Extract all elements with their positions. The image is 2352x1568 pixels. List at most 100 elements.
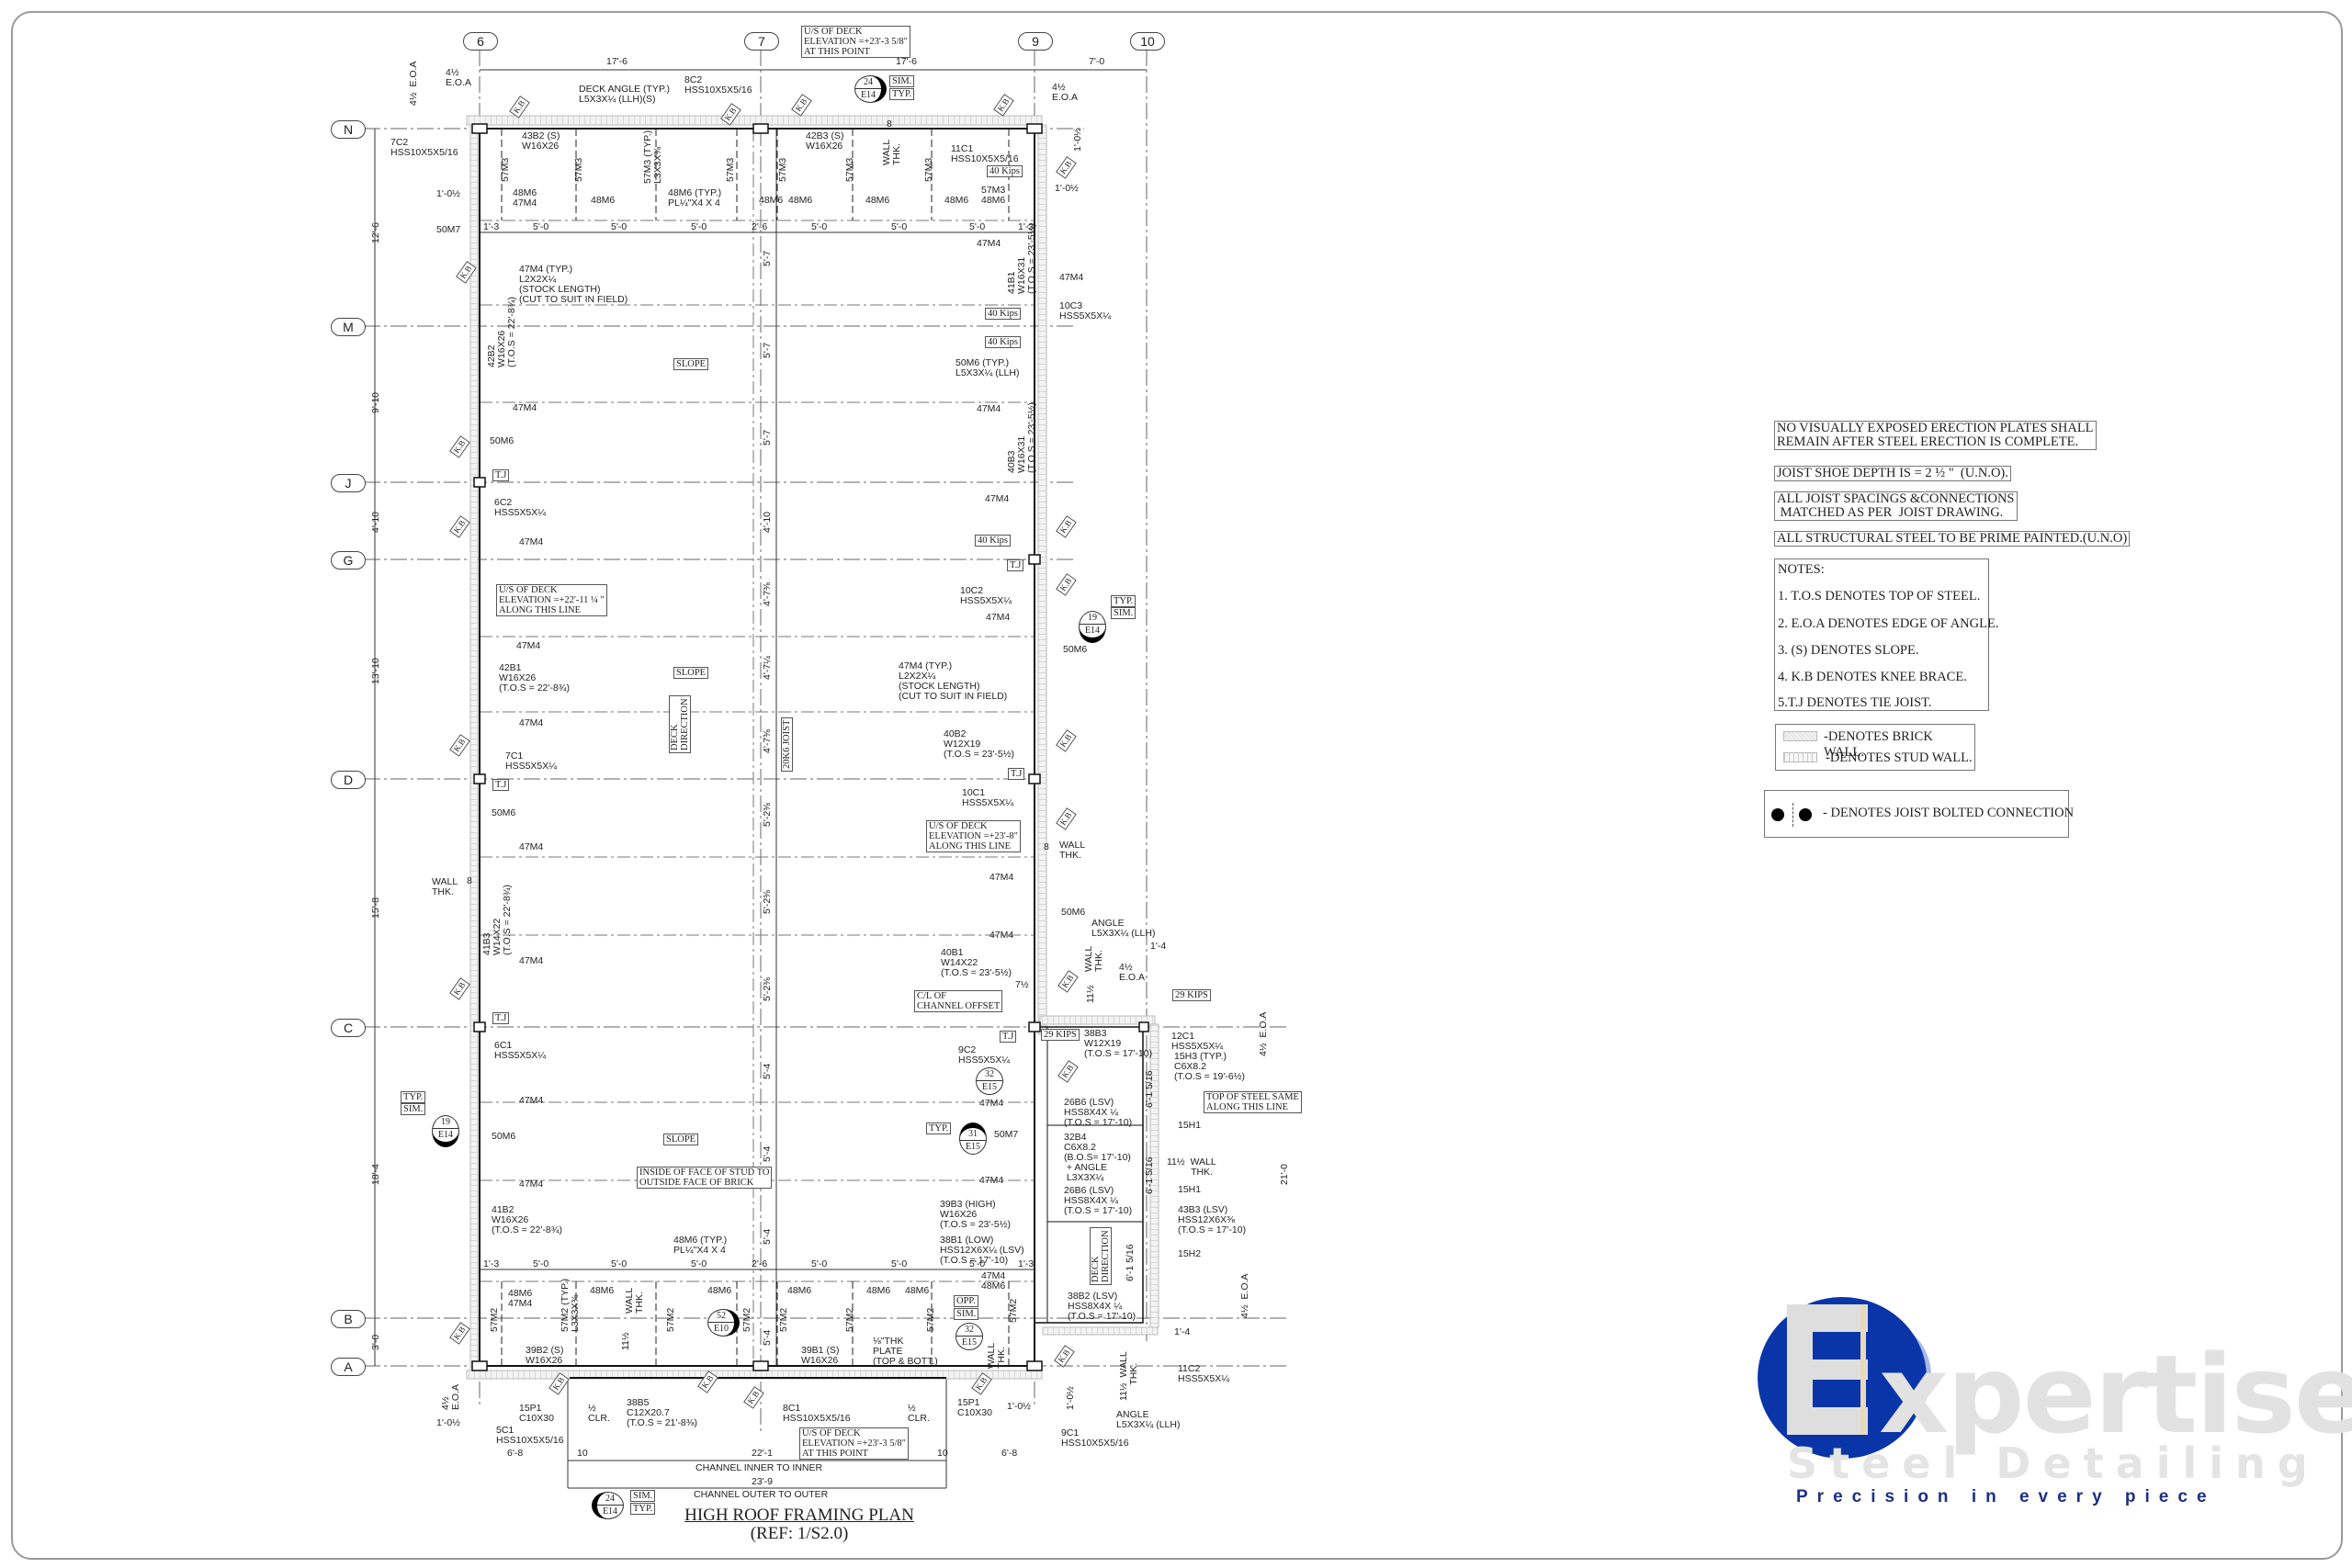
- label-bd2: 10: [577, 1448, 588, 1459]
- label-d1012-br: 1'-0½: [1007, 1401, 1031, 1412]
- label-eight-top: 8: [887, 118, 892, 130]
- drawing-title: HIGH ROOF FRAMING PLAN (REF: 1/S2.0): [643, 1506, 956, 1543]
- label-c5: 4'-7⅜: [762, 582, 773, 606]
- section-sheet: E14: [602, 1506, 618, 1517]
- label-b41b3: 41B3 W14X22 (T.O.S = 22'-8¾): [481, 885, 513, 955]
- label-v2: 9'-10: [370, 391, 381, 413]
- label-tj3: T.J: [492, 1012, 510, 1024]
- label-t48c: 48M6 (TYP.) PL¼"X4 X 4: [668, 187, 722, 209]
- grid-row-marker: J: [331, 474, 366, 492]
- grid-column-marker: 9: [1018, 32, 1053, 51]
- label-bb48h: 47M4 48M6: [981, 1270, 1006, 1292]
- section-sheet: E15: [965, 1142, 981, 1152]
- label-bb48e: 48M6: [787, 1285, 812, 1296]
- label-kips29b: 29 KIPS: [1041, 1029, 1080, 1041]
- grid-column-marker: 6: [463, 32, 498, 51]
- label-l47e: 47M4: [519, 841, 544, 852]
- stud-wall-label: -DENOTES STUD WALL.: [1826, 750, 1973, 765]
- label-b40b2: 40B2 W12X19 (T.O.S = 23'-5½): [944, 728, 1014, 760]
- label-bb48a: 48M6 47M4: [508, 1288, 533, 1309]
- section-sheet: E14: [437, 1130, 454, 1140]
- note-item: 3. (S) DENOTES SLOPE.: [1778, 643, 1919, 658]
- label-c8c1: 8C1 HSS10X5X5/16: [783, 1403, 851, 1424]
- grid-row-marker: G: [331, 551, 366, 570]
- label-t57f: 57M3: [844, 157, 855, 182]
- label-typ-bl: TYP.: [630, 1503, 656, 1515]
- label-v4: 13'-10: [370, 658, 381, 684]
- notes-heading: NOTES:: [1778, 562, 1825, 577]
- label-c5c1: 5C1 HSS10X5X5/16: [496, 1425, 564, 1446]
- label-t48f: 48M6: [865, 195, 890, 206]
- label-v1: 12'-6: [370, 221, 381, 243]
- bolted-connection-legend: - DENOTES JOIST BOLTED CONNECTION: [1764, 790, 2074, 838]
- label-bb57a: 57M2: [489, 1307, 500, 1332]
- label-deck-dir1: DECK DIRECTION: [669, 695, 691, 753]
- label-s1: 1'-3: [483, 221, 500, 232]
- label-kips2: 40 Kips: [985, 308, 1021, 320]
- label-opp: OPP.: [954, 1295, 978, 1307]
- label-slope2: SLOPE: [673, 667, 709, 679]
- label-eoa-bl: 4½ E.O.A: [440, 1383, 461, 1410]
- label-d1012-bl: 1'-0½: [436, 1417, 460, 1428]
- label-b38b3: 38B3 W12X19 (T.O.S = 17'-10): [1084, 1028, 1153, 1059]
- label-c11: 5'-4: [762, 1063, 773, 1079]
- label-r47a: 47M4: [1059, 272, 1084, 283]
- label-d1012-br2: 1'-0½: [1065, 1386, 1076, 1410]
- label-c3: 5'-7: [762, 429, 773, 446]
- label-c13: 5'-4: [762, 1228, 773, 1245]
- label-b42b1: 42B1 W16X26 (T.O.S = 22'-8¾): [499, 662, 570, 694]
- label-bb57g: 57M2: [925, 1307, 936, 1332]
- section-sheet: E15: [961, 1337, 978, 1348]
- label-kips29a: 29 KIPS: [1172, 989, 1211, 1001]
- label-b41b1: 41B1 W16X31 (T.O.S = 23'-5½): [1006, 223, 1037, 294]
- bolt-icon: [1771, 808, 1784, 821]
- label-r47h: 47M4: [979, 1175, 1004, 1186]
- label-r47e: 47M4: [989, 872, 1014, 883]
- label-d14: 1'-4: [1150, 941, 1167, 952]
- label-t48d: 48M6: [759, 195, 784, 206]
- label-t48a: 48M6 47M4: [513, 187, 537, 209]
- label-b41b2: 41B2 W16X26 (T.O.S = 22'-8¾): [492, 1204, 562, 1235]
- section-number: 32: [956, 1324, 982, 1337]
- label-sim-l: SIM.: [401, 1103, 426, 1115]
- dimension-lines: [374, 69, 1147, 1489]
- label-bd3: 22'-1: [752, 1448, 774, 1459]
- label-s4: 5'-0: [691, 221, 707, 232]
- label-l47a: 47M4: [513, 402, 537, 413]
- label-v7: 3'-0: [370, 1334, 381, 1350]
- label-t57a: 57M3: [500, 157, 511, 182]
- label-inside-face: INSIDE OF FACE OF STUD TO OUTSIDE FACE O…: [637, 1167, 773, 1189]
- bolt-divider: [1792, 803, 1793, 827]
- label-bd1: 6'-8: [507, 1448, 524, 1459]
- label-d14b: 1'-4: [1174, 1326, 1191, 1337]
- label-c4: 4'-10: [762, 511, 773, 533]
- label-sim-bl: SIM.: [630, 1490, 656, 1502]
- label-r50b: 50M6: [1061, 907, 1086, 918]
- label-ch-outer: CHANNEL OUTER TO OUTER: [694, 1489, 829, 1500]
- label-r47d: 47M4: [986, 612, 1011, 623]
- label-h15h3: 15H3 (TYP.) C6X8.2 (T.O.S = 19'-6½): [1174, 1051, 1245, 1082]
- label-l47c: 47M4: [516, 640, 541, 651]
- grid-row-marker: C: [331, 1019, 366, 1037]
- label-bs2: 5'-0: [533, 1258, 549, 1269]
- label-a1: 6'-1 5/16: [1144, 1070, 1155, 1108]
- label-s3: 5'-0: [611, 221, 628, 232]
- label-c6c2: 6C2 HSS5X5X¼: [494, 497, 547, 518]
- label-r50a: 50M6: [1063, 644, 1088, 655]
- label-h15h1a: 15H1: [1178, 1120, 1202, 1131]
- label-s6: 5'-0: [811, 221, 828, 232]
- label-bs9: 1'-3: [1018, 1258, 1035, 1269]
- label-deck-dir2: DECK DIRECTION: [1090, 1227, 1112, 1285]
- label-bs1: 1'-3: [483, 1258, 500, 1269]
- label-l47g: 47M4: [519, 1095, 544, 1106]
- label-m57m3-48m6: 57M3 48M6: [981, 185, 1006, 206]
- label-angle-top: ANGLE L5X3X¼ (LLH): [1091, 918, 1156, 939]
- section-sheet: E14: [860, 90, 876, 100]
- label-slope1: SLOPE: [673, 358, 709, 370]
- label-b38b5: 38B5 C12X20.7 (T.O.S = 21'-8⅜): [627, 1397, 697, 1428]
- label-eoa-tr: 4½ E.O.A: [1052, 82, 1079, 103]
